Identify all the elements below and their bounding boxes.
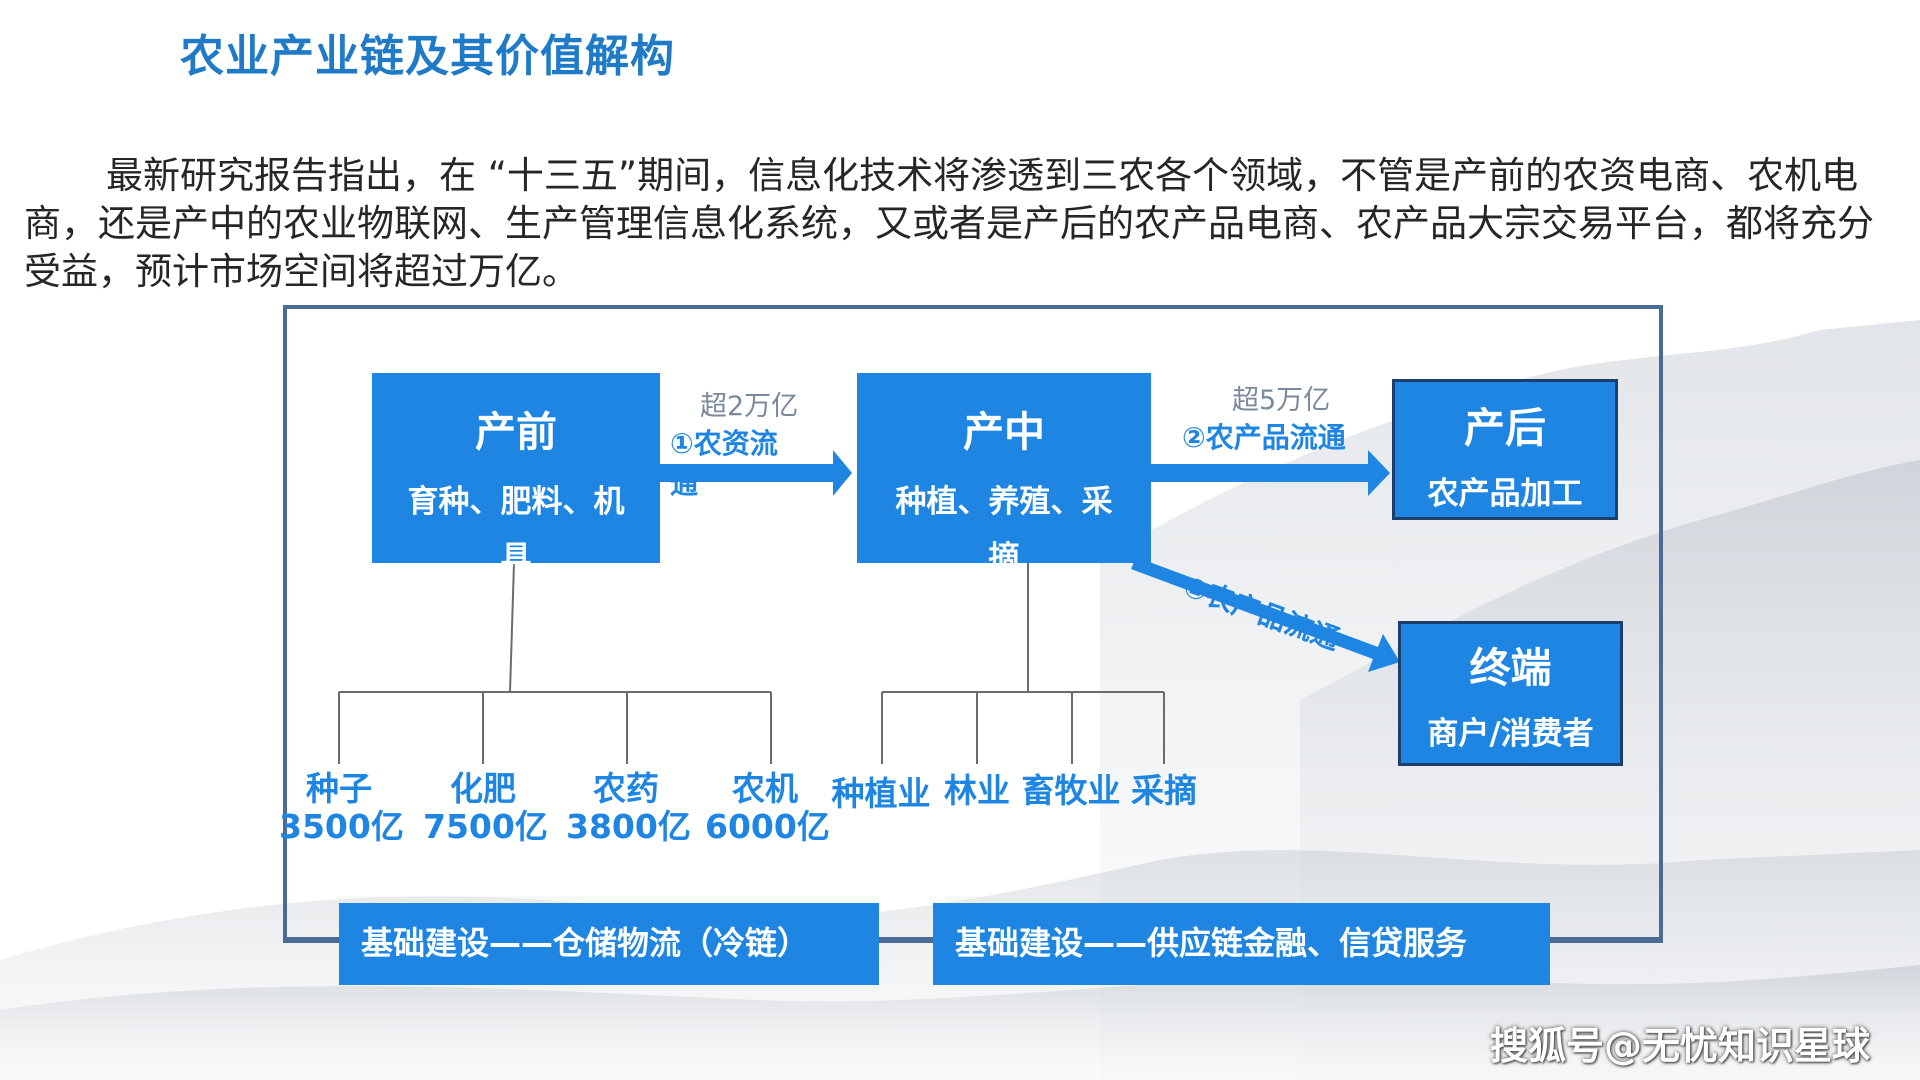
stage-title: 产后	[1464, 404, 1546, 452]
flow1-label: ①农资流	[670, 427, 778, 460]
pre-item-name: 化肥	[450, 769, 516, 808]
stage-subtitle: 商户/消费者	[1427, 716, 1594, 752]
pre-item: 种子 3500亿	[279, 769, 404, 846]
pre-item-name: 种子	[306, 769, 372, 808]
pre-item-name: 农药	[593, 769, 659, 808]
base-box-logistics: 基础建设——仓储物流（冷链）	[339, 903, 879, 985]
flow1-amount: 超2万亿	[700, 391, 799, 422]
pre-item: 化肥 7500亿	[423, 769, 548, 846]
pre-item: 农机 6000亿	[705, 769, 830, 846]
stage-box-end: 终端 商户/消费者	[1398, 621, 1623, 766]
mid-item: 种植业	[831, 774, 931, 813]
flow3-arrow	[1131, 557, 1400, 672]
pre-item-value: 3800亿	[566, 807, 691, 846]
stage-subtitle: 育种、肥料、机具	[407, 484, 625, 576]
pre-stem-line	[509, 562, 515, 693]
flow2-amount: 超5万亿	[1232, 385, 1331, 416]
base-box-finance: 基础建设——供应链金融、信贷服务	[933, 903, 1550, 985]
pre-item-name: 农机	[732, 769, 798, 808]
pre-item-value: 6000亿	[705, 807, 830, 846]
mid-item: 林业	[944, 771, 1010, 810]
intro-paragraph: 最新研究报告指出，在 “十三五”期间，信息化技术将渗透到三农各个领域，不管是产前…	[24, 154, 1874, 293]
stage-box-pre: 产前 育种、肥料、机具	[372, 373, 660, 576]
stage-subtitle: 种植、养殖、采摘	[895, 484, 1113, 576]
pre-item: 农药 3800亿	[566, 769, 691, 846]
pre-item-value: 7500亿	[423, 807, 548, 846]
stage-subtitle: 农产品加工	[1427, 476, 1583, 512]
flow1-label-cont: 通	[670, 467, 699, 500]
mid-item: 畜牧业	[1021, 771, 1121, 810]
stage-title: 产前	[475, 408, 557, 456]
flow1-arrow	[660, 450, 852, 496]
flow2-arrow	[1151, 450, 1390, 496]
stage-title: 产中	[963, 408, 1045, 456]
page-title: 农业产业链及其价值解构	[180, 31, 675, 82]
stage-title: 终端	[1469, 644, 1552, 692]
pre-item-value: 3500亿	[279, 807, 404, 846]
watermark: 搜狐号@无忧知识星球	[1490, 1024, 1871, 1068]
mid-item: 采摘	[1131, 771, 1197, 810]
stage-box-post: 产后 农产品加工	[1392, 379, 1618, 520]
stage-box-mid: 产中 种植、养殖、采摘	[857, 373, 1151, 576]
flow2-label: ②农产品流通	[1182, 421, 1346, 454]
